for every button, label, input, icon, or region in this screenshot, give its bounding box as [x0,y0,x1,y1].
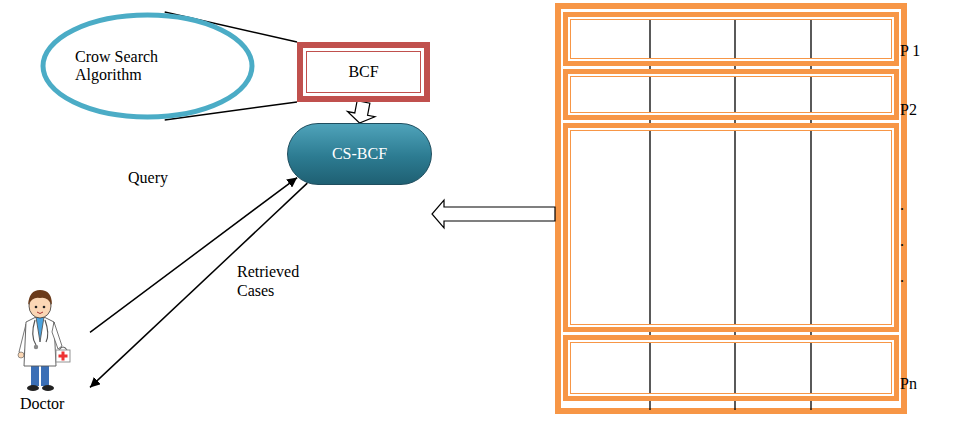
doctor-eye [35,306,38,309]
hollow-arrow [347,101,375,123]
node-label: BCF [348,63,378,81]
doctor-hand [18,352,24,358]
doctor-node: Doctor [10,285,90,413]
medical-bag [56,350,70,362]
bag-handle [59,347,67,350]
cs-bcf-box: CS-BCF [287,123,432,185]
red-cross [59,355,68,358]
edge-label: Query [128,168,168,187]
node-label: Crow Search Algorithm [75,48,195,85]
stethoscope-head [34,345,38,349]
doctor-eye [43,306,46,309]
patient-row: Pn [563,335,899,401]
row-label: . [900,268,904,286]
doctor-hair [28,290,52,305]
row-label: . [900,196,904,214]
connector-line [90,178,297,333]
bcf-box: BCF [297,42,430,102]
node-label: CS-BCF [332,145,387,163]
row-label: P2 [900,101,917,119]
doctor-mouth [37,312,43,314]
row-label: . [900,232,904,250]
patient-row: P2 [563,69,899,120]
doctor-shoe [27,385,39,391]
patient-row: P 1 [563,12,899,66]
doctor-arm [52,322,62,349]
row-label: P 1 [900,42,920,60]
doctor-coat [24,317,56,366]
edge-label: Retrieved Cases [237,262,317,300]
row-label: Pn [900,375,917,393]
doctor-illustration [18,290,70,391]
ellipse-shape [43,15,252,117]
doctor-shoe [42,385,54,391]
patient-row: ... [563,123,899,332]
node-label: Doctor [20,395,64,413]
ellipse-outline [40,12,255,120]
hollow-arrow [432,200,555,228]
table-frame [558,6,904,411]
stethoscope [33,320,48,345]
algorithm-ellipse: Crow Search Algorithm [40,12,255,120]
